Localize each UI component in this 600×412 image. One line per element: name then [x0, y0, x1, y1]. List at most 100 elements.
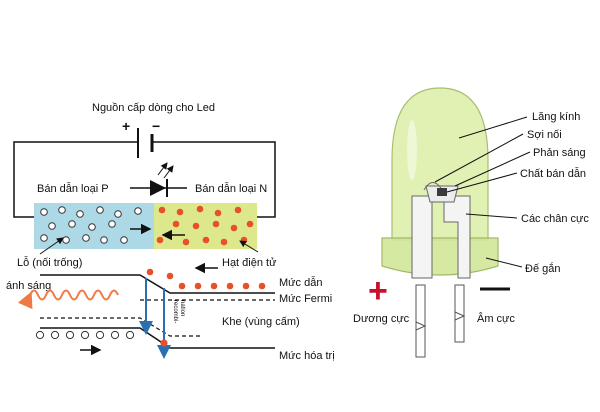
valence-band-line	[40, 327, 275, 349]
reflector-callout	[454, 151, 531, 187]
circuit-wire-left	[13, 141, 138, 218]
electron-particle	[230, 224, 238, 232]
conduction-band-line	[40, 274, 275, 294]
base-label: Đế gắn	[525, 262, 560, 275]
band-hole	[95, 330, 105, 340]
legs-callout	[465, 213, 518, 219]
electron-particle	[234, 206, 242, 214]
light-label: ánh sáng	[6, 280, 51, 292]
valence-level-label: Mức hóa trị	[279, 350, 335, 362]
led-lens	[391, 87, 489, 241]
anode-leg-bend-icon	[415, 321, 427, 331]
battery-minus-sign: −	[152, 118, 160, 134]
hole-particle	[108, 220, 116, 228]
p-type-label: Bán dẫn loại P	[37, 182, 109, 195]
hole-particle	[96, 206, 104, 214]
chip-callout	[446, 172, 518, 193]
band-electron	[210, 282, 218, 290]
band-electron	[146, 268, 154, 276]
electron-particle	[212, 220, 220, 228]
electron-particle	[214, 209, 222, 217]
electron-particle	[176, 208, 184, 216]
electron-particle	[246, 220, 254, 228]
hole-pointer-line	[39, 237, 64, 255]
band-electrons	[146, 268, 266, 290]
chip-label: Chất bán dẫn	[520, 167, 586, 180]
bond-wire	[423, 182, 442, 191]
power-supply-label: Nguồn cấp dòng cho Led	[92, 102, 215, 114]
band-electron	[242, 282, 250, 290]
circuit-diagram: Nguồn cấp dòng cho Led + − Bán dẫn loại …	[13, 102, 277, 269]
n-type-label: Bán dẫn loại N	[195, 182, 267, 195]
fermi-level-label: Mức Fermi	[279, 293, 332, 305]
anode-label: Dương cực	[353, 313, 410, 325]
circuit-wire-right	[152, 141, 276, 218]
upper-dashed-line	[40, 317, 200, 337]
hole-particle	[40, 234, 48, 242]
band-holes	[35, 330, 168, 347]
lens-callout	[458, 116, 528, 139]
band-gap-label: Khe (vùng cấm)	[222, 316, 300, 328]
electron-particle	[158, 206, 166, 214]
hole-particle	[48, 222, 56, 230]
conduction-level-label: Mức dẫn	[279, 276, 322, 289]
band-electron	[258, 282, 266, 290]
led-physical-diagram: Lăng kính Sợi nối Phản sáng Chất bán dẫn…	[353, 87, 589, 358]
lens-label: Lăng kính	[532, 111, 580, 123]
hole-particles	[40, 206, 142, 244]
hole-particle	[134, 207, 142, 215]
band-electron	[194, 282, 202, 290]
electron-particle	[192, 222, 200, 230]
anode-post	[411, 195, 433, 279]
band-hole	[50, 330, 60, 340]
base-callout	[485, 257, 523, 268]
band-electron	[166, 272, 174, 280]
battery-plus-sign: +	[122, 118, 130, 134]
diode-symbol-icon	[130, 162, 187, 197]
hole-particle	[120, 236, 128, 244]
hole-particle	[62, 236, 70, 244]
recombination-label-line2: nation	[179, 300, 185, 316]
band-diagram: Mức dẫn Mức Fermi Khe (vùng cấm) Mức hóa…	[6, 262, 335, 362]
band-hole	[35, 330, 45, 340]
electron-particle	[182, 238, 190, 246]
led-lens-highlight	[407, 120, 417, 180]
band-hole	[80, 330, 90, 340]
electron-label: Hạt điện tử	[222, 257, 277, 269]
reflector-label: Phản sáng	[533, 147, 586, 159]
hole-particle	[82, 234, 90, 242]
wire-label: Sợi nối	[527, 129, 562, 141]
band-electron	[178, 282, 186, 290]
recombined-electron	[160, 339, 168, 347]
hole-particle	[114, 210, 122, 218]
electron-particle	[220, 238, 228, 246]
cathode-post	[443, 195, 471, 279]
cathode-label: Âm cực	[477, 312, 515, 325]
hole-particle	[68, 220, 76, 228]
hole-particle	[76, 210, 84, 218]
electron-particle	[196, 205, 204, 213]
electron-particle	[172, 220, 180, 228]
hole-label: Lỗ (nối trống)	[17, 256, 82, 269]
band-electron	[226, 282, 234, 290]
cathode-leg-bend-icon	[454, 311, 466, 321]
anode-plus-sign: +	[368, 272, 388, 310]
light-wave-icon	[17, 289, 119, 310]
electron-pointer-line	[239, 240, 259, 253]
hole-particle	[58, 206, 66, 214]
band-hole	[65, 330, 75, 340]
hole-particle	[100, 236, 108, 244]
band-hole	[125, 330, 135, 340]
anode-leg	[415, 284, 426, 358]
cathode-minus-sign: —	[480, 271, 510, 304]
electron-particle	[156, 236, 164, 244]
semiconductor-chip	[437, 188, 447, 196]
wire-callout	[434, 133, 524, 183]
hole-particle	[40, 208, 48, 216]
hole-particle	[88, 223, 96, 231]
electron-particle	[202, 236, 210, 244]
band-hole	[110, 330, 120, 340]
recombination-label-line1: recombi-	[172, 300, 178, 323]
legs-label: Các chân cực	[521, 213, 589, 225]
